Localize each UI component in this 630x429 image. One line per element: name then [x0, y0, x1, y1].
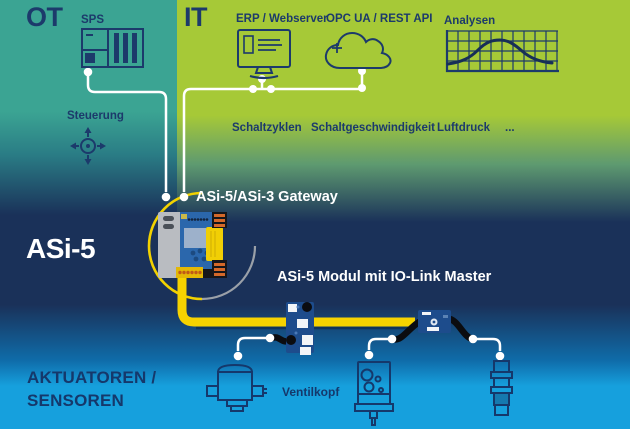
ot-connection-line: [83, 67, 171, 202]
bell-curve-chart-icon: [445, 30, 559, 73]
param-ellipsis: ...: [505, 122, 515, 134]
analysen-label: Analysen: [444, 15, 496, 27]
erp-webserver-label: ERP / Webserver: [236, 13, 328, 25]
gateway-device: [158, 212, 227, 278]
sps-label: SPS: [81, 14, 105, 26]
plc-icon: [81, 28, 144, 68]
cloud-icon: [324, 31, 392, 69]
device-drop-lines: [233, 333, 505, 361]
monitor-icon: [237, 29, 291, 80]
asi5-module: [418, 310, 451, 333]
steering-crosshair-icon: [70, 127, 106, 165]
param-schaltgeschwindigkeit: Schaltgeschwindigkeit: [311, 122, 435, 134]
it-zone-title: IT: [184, 2, 208, 32]
valve-head-icon: [206, 363, 267, 412]
zone-label-line2: SENSOREN: [27, 391, 125, 410]
cable-module2-right: [446, 315, 476, 343]
gateway-label: ASi-5/ASi-3 Gateway: [196, 189, 338, 205]
it-connection-line: [179, 67, 366, 202]
actuators-sensors-zone-label: AKTUATOREN / SENSOREN: [27, 366, 156, 412]
ot-zone-title: OT: [26, 2, 63, 32]
opc-ua-rest-api-label: OPC UA / REST API: [326, 13, 433, 25]
asi5-bus-label: ASi-5: [26, 233, 96, 264]
param-luftdruck: Luftdruck: [437, 122, 491, 134]
proximity-sensor-icon: [490, 360, 513, 416]
param-schaltzyklen: Schaltzyklen: [232, 122, 302, 134]
ventilkopf-label: Ventilkopf: [282, 385, 340, 399]
asi5-io-link-module: [286, 302, 314, 355]
io-link-hub-icon: [354, 361, 394, 426]
zone-label-line1: AKTUATOREN /: [27, 368, 157, 387]
steuerung-label: Steuerung: [67, 110, 124, 122]
cable-module1-left: [268, 334, 292, 345]
module-label: ASi-5 Modul mit IO-Link Master: [277, 269, 492, 285]
